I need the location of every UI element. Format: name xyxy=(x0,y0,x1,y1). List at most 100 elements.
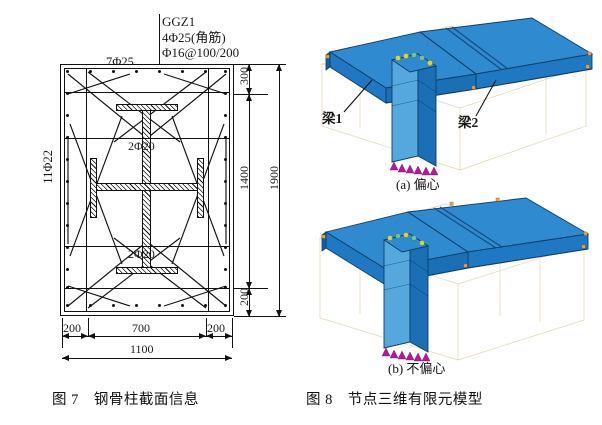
figure-8a-subcaption: (a) 偏心 xyxy=(396,177,440,192)
rebar-dot xyxy=(224,70,228,74)
rebar-dot xyxy=(224,268,228,272)
steel-flange-left xyxy=(90,158,97,218)
dim-ext-b4 xyxy=(232,318,233,348)
steel-flange-right xyxy=(197,158,204,218)
fem-model-concentric: (b) 不偏心 xyxy=(300,190,602,376)
node-markers xyxy=(387,232,425,246)
section-cover-frame xyxy=(64,68,230,312)
dim-arrow xyxy=(246,88,252,95)
fem-model-a-graphic xyxy=(320,17,594,176)
figure-7-section-drawing: GGZ1 4Φ25(角筋) Φ16@100/200 7Φ25 11Φ22 xyxy=(0,0,300,425)
rebar-dot xyxy=(89,70,93,74)
support-markers xyxy=(389,161,439,176)
rebar-dot xyxy=(224,158,228,162)
rebar-dot xyxy=(135,304,139,308)
dim-line-segments xyxy=(62,336,232,337)
dim-arrow xyxy=(225,355,232,361)
dim-line-1900 xyxy=(279,64,280,316)
figure-8-caption: 图 8 节点三维有限元模型 xyxy=(306,392,483,408)
column-id-label: GGZ1 xyxy=(162,14,196,29)
rebar-dot xyxy=(112,70,116,74)
rebar-dot xyxy=(66,286,70,290)
dim-label-bottom-mid: 700 xyxy=(132,321,150,335)
dim-arrow xyxy=(276,310,282,317)
rebar-dot xyxy=(89,304,93,308)
support-markers xyxy=(381,347,431,362)
rebar-dot xyxy=(224,136,228,140)
figure-8b-subcaption: (b) 不偏心 xyxy=(388,361,446,376)
rebar-dot xyxy=(66,202,70,206)
beam-2-label: 梁2 xyxy=(458,115,479,130)
inner-upper-leader xyxy=(128,138,194,139)
steel-flange-top xyxy=(116,104,178,111)
rebar-dot xyxy=(66,180,70,184)
dim-label-1900: 1900 xyxy=(267,166,281,190)
dim-ext-bottom xyxy=(234,316,286,317)
inner-upper-label: 2Φ20 xyxy=(128,139,155,153)
stirrup-line-right xyxy=(208,68,209,312)
rebar-dot xyxy=(224,224,228,228)
dim-ext-top xyxy=(234,64,286,65)
steel-web-horizontal xyxy=(96,183,198,191)
rebar-dot xyxy=(66,70,70,74)
figure-7-caption: 图 7 钢骨柱截面信息 xyxy=(52,392,199,408)
dim-arrow xyxy=(206,333,213,339)
rebar-dot xyxy=(66,224,70,228)
dim-label-1400: 1400 xyxy=(237,166,251,190)
dim-arrow xyxy=(246,94,252,101)
rebar-dot xyxy=(135,70,139,74)
stirrup-line-top xyxy=(64,92,230,93)
corner-bars-label: 4Φ25(角筋) xyxy=(162,29,226,45)
ggz1-annotation-block: GGZ1 4Φ25(角筋) Φ16@100/200 xyxy=(162,14,239,61)
dim-arrow xyxy=(246,282,252,289)
dim-arrow xyxy=(62,355,69,361)
node-markers xyxy=(395,52,433,66)
dim-label-200: 200 xyxy=(237,288,251,306)
rebar-dot xyxy=(158,70,162,74)
column-cross-section: 2Φ20 2Φ20 xyxy=(60,64,234,316)
dim-line-200 xyxy=(249,288,250,316)
dim-label-300: 300 xyxy=(237,67,251,85)
figure-8-fem-models: 梁1 梁2 (a) 偏心 xyxy=(300,0,602,425)
dim-label-1100: 1100 xyxy=(130,342,154,356)
rebar-dot xyxy=(224,246,228,250)
rebar-dot xyxy=(66,136,70,140)
rebar-dot xyxy=(112,304,116,308)
dim-arrow xyxy=(62,333,69,339)
dim-arrow xyxy=(246,64,252,71)
dim-label-bottom-left: 200 xyxy=(63,321,81,335)
fem-model-b-graphic xyxy=(318,197,590,362)
dim-ext-b2 xyxy=(88,318,89,336)
dim-arrow xyxy=(246,310,252,317)
dim-arrow xyxy=(276,64,282,71)
rebar-dot xyxy=(204,70,208,74)
side-bars-label: 11Φ22 xyxy=(41,150,55,184)
stirrup-spec-label: Φ16@100/200 xyxy=(162,45,240,60)
rebar-dot xyxy=(66,246,70,250)
dim-line-1100 xyxy=(62,358,232,359)
rebar-dot xyxy=(224,304,228,308)
dim-ext-b3 xyxy=(206,318,207,336)
rebar-dot xyxy=(224,202,228,206)
rebar-dot xyxy=(66,268,70,272)
rebar-dot xyxy=(224,286,228,290)
rebar-dot xyxy=(224,92,228,96)
stirrup-line-left xyxy=(86,68,87,312)
dim-line-1400 xyxy=(249,94,250,288)
rebar-dot xyxy=(181,70,185,74)
beam-1-label: 梁1 xyxy=(322,111,343,126)
stirrup-line-bottom xyxy=(64,288,230,289)
annotation-leader-line xyxy=(159,14,161,66)
fem-model-eccentric: 梁1 梁2 (a) 偏心 xyxy=(300,8,602,193)
dim-arrow xyxy=(88,333,95,339)
rebar-dot xyxy=(224,114,228,118)
rebar-dot xyxy=(181,304,185,308)
inner-lower-label: 2Φ20 xyxy=(128,247,155,261)
rebar-dot xyxy=(66,92,70,96)
inner-lower-leader xyxy=(128,246,194,247)
steel-flange-bottom xyxy=(116,267,178,274)
dim-arrow xyxy=(81,333,88,339)
dim-arrow xyxy=(246,288,252,295)
dim-arrow xyxy=(199,333,206,339)
dim-label-bottom-right: 200 xyxy=(207,321,225,335)
